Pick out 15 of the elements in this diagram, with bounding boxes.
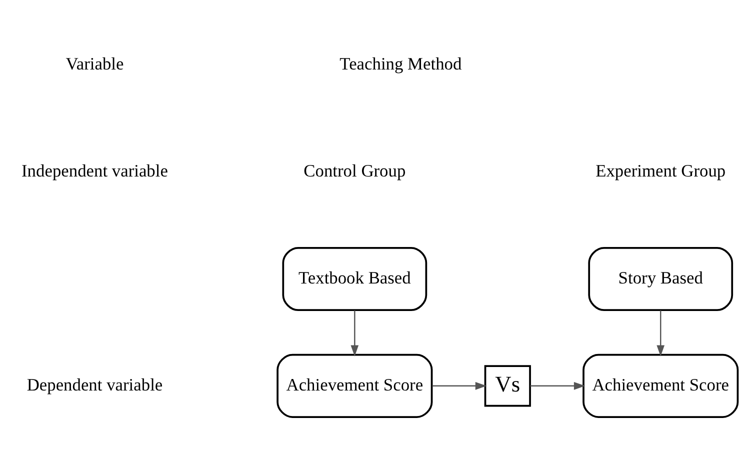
node-box: Vs [484, 364, 531, 406]
label: Teaching Method [340, 53, 462, 74]
label: Variable [66, 53, 124, 74]
node-box: Achievement Score [276, 353, 433, 418]
arrow [350, 310, 359, 356]
label: Control Group [304, 160, 406, 180]
arrow [656, 310, 665, 356]
node-box: Textbook Based [282, 246, 428, 310]
label: Experiment Group [596, 160, 726, 180]
arrow [432, 382, 487, 390]
node-box: Story Based [588, 246, 734, 310]
arrow [530, 382, 586, 390]
label: Independent variable [22, 160, 168, 180]
label: Dependent variable [26, 374, 163, 394]
node-box: Achievement Score [582, 353, 739, 418]
